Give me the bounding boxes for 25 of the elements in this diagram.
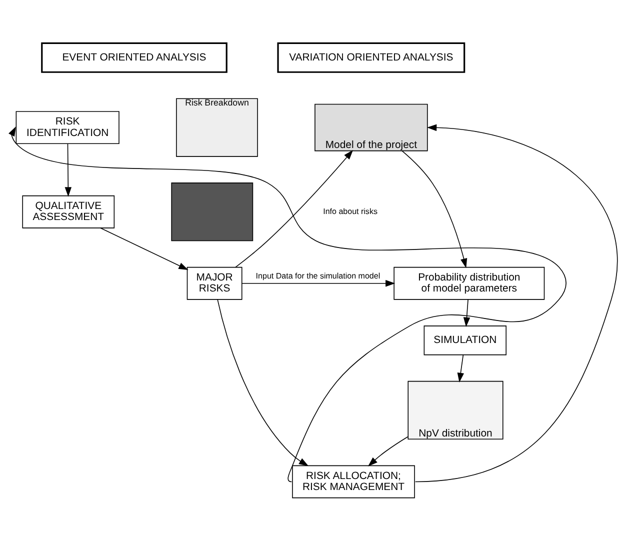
arrow: [457, 354, 464, 382]
arrow: [8, 126, 567, 482]
arrow: [217, 299, 309, 466]
node-box: QUALITATIVE ASSESSMENT: [22, 195, 115, 228]
edge-label: Info about risks: [323, 206, 378, 216]
node-box: SIMULATION: [424, 326, 506, 356]
node-box: RISK ALLOCATION; RISK MANAGEMENT: [292, 465, 415, 498]
node-box: RISK IDENTIFICATION: [16, 111, 120, 144]
node-box: MAJOR RISKS: [186, 266, 242, 300]
arrow: [242, 280, 396, 287]
node-box: VARIATION ORIENTED ANALYSIS: [277, 42, 466, 73]
node-box: Probability distribution of model parameters: [394, 266, 545, 300]
arrow: [64, 144, 72, 197]
arrow: [235, 150, 354, 268]
arrow: [368, 436, 408, 466]
node-box: Model of the project: [314, 104, 428, 152]
node-box: Risk Breakdown: [176, 98, 258, 157]
edge-label: Input Data for the simulation model: [256, 272, 380, 281]
arrow: [463, 299, 470, 327]
node-box: EVENT ORIENTED ANALYSIS: [41, 42, 228, 73]
arrow: [414, 124, 618, 482]
arrow: [402, 150, 468, 268]
node-box: NpV distribution: [408, 380, 504, 440]
arrow: [100, 228, 188, 270]
node-box: [171, 182, 254, 242]
